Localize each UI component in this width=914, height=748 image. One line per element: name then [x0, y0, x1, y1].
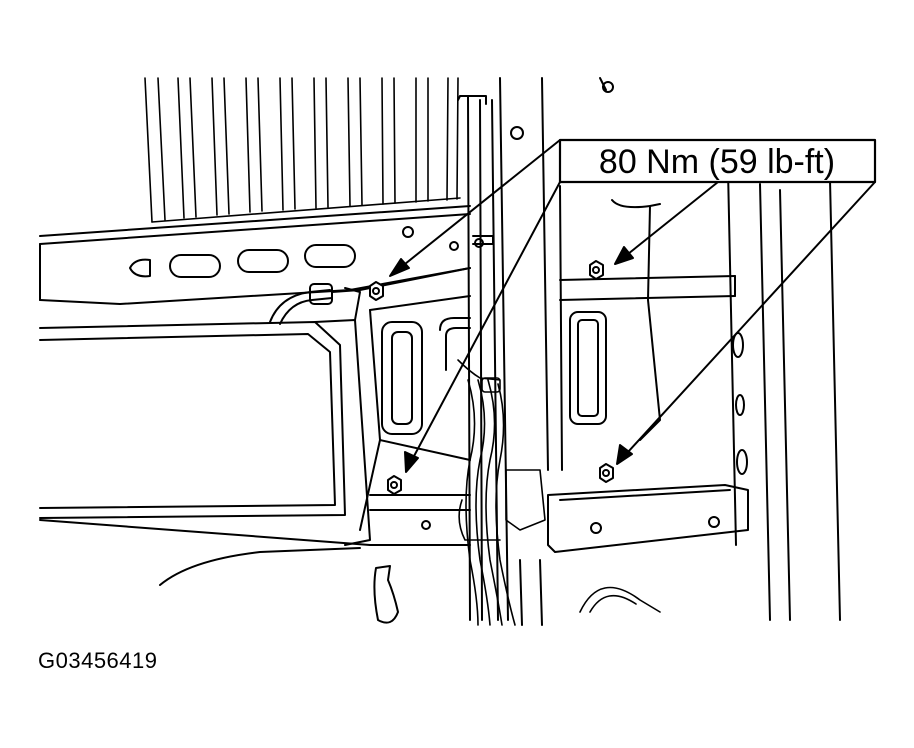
- leader-arrow-bottom-left: [412, 181, 561, 459]
- fastener-bottom-right: [599, 463, 614, 483]
- frame-rail: [39, 205, 471, 305]
- ribbed-panel: [144, 77, 461, 223]
- arrowhead-bottom-right: [616, 444, 633, 465]
- fastener-bottom-left: [387, 475, 402, 495]
- figure-id: G03456419: [38, 648, 158, 673]
- arrowhead-top-right: [614, 246, 634, 265]
- vertical-pillars: [457, 77, 614, 621]
- floor-outline: [159, 547, 543, 626]
- leader-arrows: [389, 139, 876, 473]
- torque-callout: 80 Nm (59 lb-ft): [558, 138, 877, 184]
- window-frame: [39, 283, 371, 546]
- leader-arrow-bottom-right: [627, 181, 876, 453]
- lower-crossmember: [369, 484, 749, 553]
- arrowhead-bottom-left: [404, 451, 419, 473]
- right-panel: [559, 169, 841, 621]
- wiring-harness: [457, 359, 661, 626]
- fastener-top-left: [369, 281, 384, 301]
- center-bracket: [359, 267, 471, 531]
- arrowhead-top-left: [389, 258, 410, 277]
- leader-arrow-top-left: [399, 139, 561, 269]
- fastener-top-right: [589, 260, 604, 280]
- torque-label: 80 Nm (59 lb-ft): [599, 143, 835, 181]
- leader-arrow-top-right: [627, 181, 719, 255]
